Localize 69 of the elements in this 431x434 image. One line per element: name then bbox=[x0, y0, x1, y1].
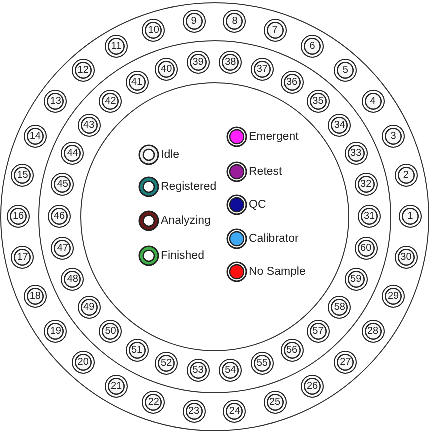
sample-position: 20 bbox=[72, 350, 95, 374]
sample-position: 14 bbox=[24, 125, 47, 148]
sample-position: 58 bbox=[328, 296, 352, 320]
legend-label: Finished bbox=[161, 249, 204, 264]
sample-position: 31 bbox=[358, 205, 381, 228]
sample-position: 19 bbox=[44, 320, 68, 344]
sample-position: 10 bbox=[142, 18, 166, 42]
sample-position: 57 bbox=[306, 320, 330, 344]
legend-label: Calibrator bbox=[249, 232, 299, 247]
sample-position: 9 bbox=[182, 10, 206, 34]
sample-position: 56 bbox=[280, 339, 304, 362]
sample-position: 30 bbox=[394, 246, 418, 269]
sample-position: 60 bbox=[354, 237, 378, 260]
sample-position: 39 bbox=[186, 50, 210, 74]
sample-position: 11 bbox=[105, 35, 128, 58]
sample-position: 28 bbox=[362, 320, 385, 344]
sample-position: 45 bbox=[51, 172, 74, 196]
sample-position: 38 bbox=[219, 50, 242, 74]
sample-position: 54 bbox=[219, 359, 242, 382]
sample-position: 59 bbox=[344, 268, 368, 292]
legend-label: Registered bbox=[161, 180, 217, 195]
sample-position: 8 bbox=[223, 10, 246, 34]
sample-position: 15 bbox=[11, 164, 34, 188]
sample-position: 43 bbox=[78, 114, 101, 137]
sample-position: 44 bbox=[61, 142, 84, 165]
sample-position: 7 bbox=[264, 18, 287, 42]
sample-position: 26 bbox=[301, 374, 324, 398]
legend-label: QC bbox=[249, 198, 266, 213]
sample-position: 3 bbox=[382, 125, 406, 148]
sample-position: 36 bbox=[280, 70, 304, 94]
legend-label: Emergent bbox=[249, 130, 299, 145]
sample-position: 27 bbox=[334, 350, 358, 374]
sample-position: 6 bbox=[301, 35, 324, 58]
sample-position: 1 bbox=[399, 205, 422, 228]
legend-label: Idle bbox=[161, 148, 180, 163]
sample-position: 25 bbox=[264, 391, 287, 414]
sample-position: 41 bbox=[126, 70, 148, 94]
sample-position: 33 bbox=[344, 142, 368, 165]
sample-position: 4 bbox=[362, 90, 385, 113]
legend-label: No Sample bbox=[249, 265, 306, 280]
sample-position: 55 bbox=[250, 352, 274, 376]
sample-position: 46 bbox=[48, 205, 71, 228]
sample-position: 48 bbox=[61, 268, 84, 292]
sample-position: 21 bbox=[105, 374, 128, 398]
sample-position: 52 bbox=[155, 352, 178, 376]
sample-position: 53 bbox=[186, 359, 210, 382]
sample-position: 47 bbox=[51, 237, 74, 260]
sample-position: 22 bbox=[142, 391, 166, 414]
sample-position: 34 bbox=[328, 114, 352, 137]
sample-position: 13 bbox=[44, 90, 68, 113]
sample-position: 51 bbox=[126, 339, 148, 362]
sample-position: 23 bbox=[182, 400, 206, 423]
sample-position: 49 bbox=[78, 296, 101, 320]
sample-position: 5 bbox=[334, 59, 358, 82]
legend-label: Analyzing bbox=[161, 214, 211, 229]
sample-position: 50 bbox=[99, 320, 122, 344]
legend-label: Retest bbox=[249, 165, 282, 180]
sample-position: 24 bbox=[223, 400, 246, 423]
sample-position: 37 bbox=[250, 58, 274, 81]
sample-position: 40 bbox=[155, 58, 178, 81]
sample-position: 32 bbox=[354, 172, 378, 196]
sample-position: 18 bbox=[24, 284, 47, 308]
sample-position: 35 bbox=[306, 90, 330, 113]
sample-position: 42 bbox=[99, 90, 122, 113]
sample-position: 12 bbox=[72, 59, 95, 82]
sample-position: 2 bbox=[394, 164, 418, 188]
sample-position: 17 bbox=[11, 246, 34, 269]
sample-position: 16 bbox=[7, 205, 30, 228]
sample-position: 29 bbox=[382, 284, 406, 308]
